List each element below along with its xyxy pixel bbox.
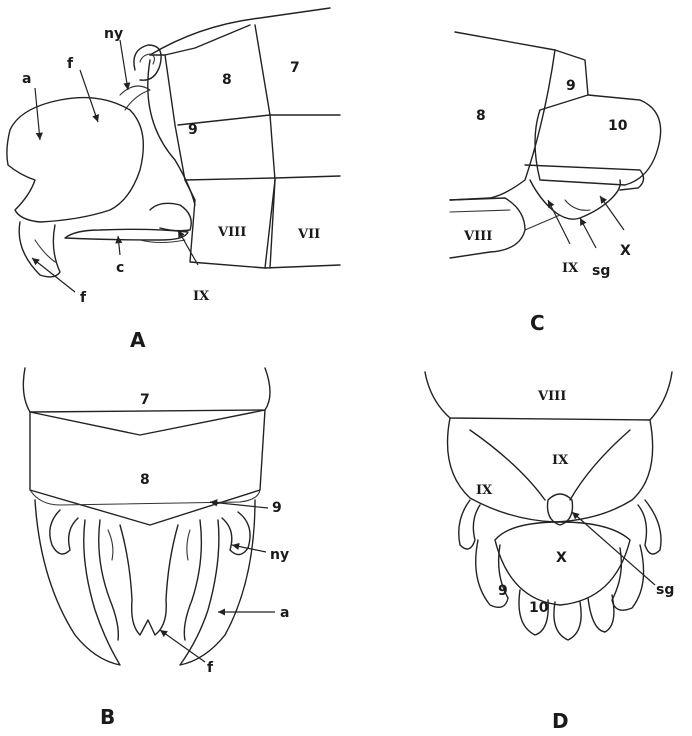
label-a: a xyxy=(280,605,289,621)
arrow-f-top xyxy=(80,70,98,122)
panel-a-title: A xyxy=(130,328,146,352)
arrow-a xyxy=(35,88,40,140)
panel-b-drawing xyxy=(23,368,270,665)
arrow-ny xyxy=(120,40,128,90)
arrow-IX xyxy=(178,230,198,265)
label-8: 8 xyxy=(140,472,150,488)
arrow-f-bottom xyxy=(32,258,75,292)
label-8: 8 xyxy=(222,72,232,88)
label-X: X xyxy=(556,550,567,566)
label-8: 8 xyxy=(476,108,486,124)
label-9: 9 xyxy=(498,583,508,599)
label-IX-left: IX xyxy=(476,483,493,498)
label-9: 9 xyxy=(188,122,198,138)
label-IX: IX xyxy=(193,289,210,304)
label-IX-center: IX xyxy=(552,453,569,468)
label-sg: sg xyxy=(592,263,610,279)
panel-c: 8 9 10 VIII IX sg X C xyxy=(450,32,661,335)
label-VII: VII xyxy=(297,227,320,242)
arrow-c xyxy=(118,236,120,255)
label-9: 9 xyxy=(566,78,576,94)
label-ny: ny xyxy=(270,547,289,563)
label-9: 9 xyxy=(272,500,282,516)
panel-b: 7 8 9 ny a f B xyxy=(23,368,289,729)
panel-a: a f ny f c 9 8 7 VIII VII IX A xyxy=(7,8,340,352)
panel-d: VIII IX IX X 9 10 sg D xyxy=(425,372,674,733)
arrow-IX xyxy=(548,200,570,244)
label-sg: sg xyxy=(656,582,674,598)
label-f-top: f xyxy=(67,56,74,72)
arrow-sg xyxy=(580,218,596,248)
panel-d-drawing xyxy=(425,372,672,640)
label-a: a xyxy=(22,71,31,87)
panel-b-title: B xyxy=(100,705,115,729)
arrow-sg xyxy=(572,512,655,585)
label-f-bottom: f xyxy=(80,290,87,306)
label-10: 10 xyxy=(608,118,628,134)
label-ny: ny xyxy=(104,26,123,42)
arrow-9 xyxy=(210,502,268,508)
panel-a-drawing xyxy=(7,8,340,277)
panel-c-drawing xyxy=(450,32,661,258)
label-c: c xyxy=(116,260,124,276)
label-f: f xyxy=(207,660,214,676)
label-X: X xyxy=(620,243,631,259)
panel-c-title: C xyxy=(530,311,545,335)
arrow-X xyxy=(600,196,624,230)
label-VIII: VIII xyxy=(463,229,492,244)
label-10: 10 xyxy=(529,600,549,616)
label-7: 7 xyxy=(290,60,300,76)
panel-d-title: D xyxy=(552,709,569,733)
label-VIII: VIII xyxy=(217,225,246,240)
label-VIII: VIII xyxy=(537,389,566,404)
label-7: 7 xyxy=(140,392,150,408)
label-IX: IX xyxy=(562,261,579,276)
